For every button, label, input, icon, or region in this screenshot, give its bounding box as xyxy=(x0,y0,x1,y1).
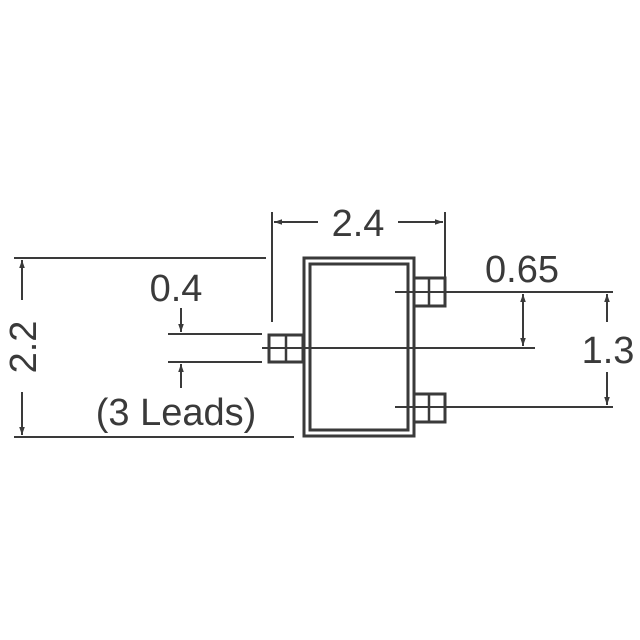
label-lead-pitch: 0.65 xyxy=(485,249,559,291)
label-lead-width: 0.4 xyxy=(150,268,203,310)
dimension-lead-width xyxy=(168,308,262,388)
dimension-overall-height xyxy=(14,257,294,438)
label-overall-height: 2.2 xyxy=(3,321,45,374)
label-lead-span: 1.3 xyxy=(582,330,635,372)
label-lead-count: (3 Leads) xyxy=(96,392,257,434)
dimension-lead-pitch xyxy=(395,291,613,408)
dimension-body-width xyxy=(271,212,446,322)
label-body-width: 2.4 xyxy=(332,203,385,245)
